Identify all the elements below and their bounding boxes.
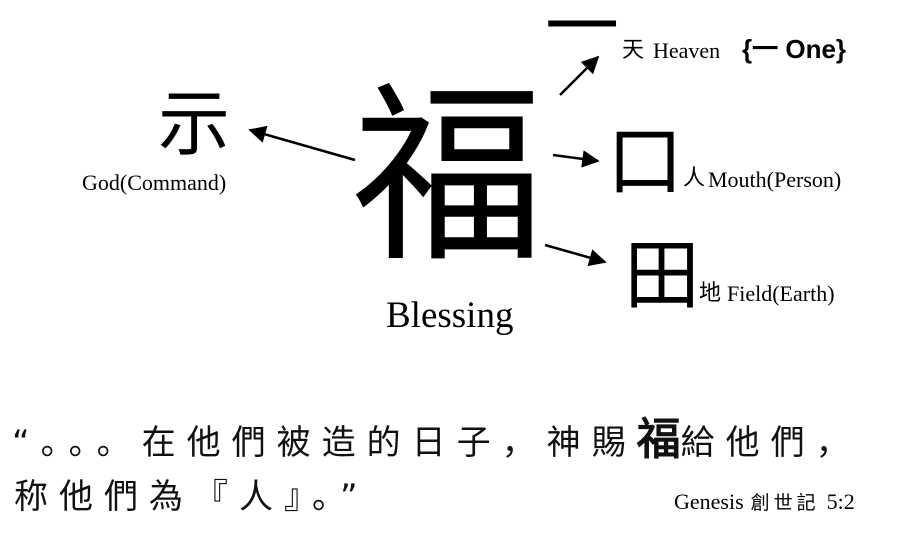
quote-line-2: 称他們為『人』。”: [14, 477, 369, 517]
arrow-to-god: [248, 125, 356, 162]
one-character: 一: [545, 0, 619, 70]
heaven-label: Heaven: [653, 38, 721, 63]
center-character: 福: [352, 66, 544, 289]
citation-chinese: 創世記: [750, 492, 820, 514]
mouth-character: 口: [607, 117, 683, 206]
quote-open-mark: “: [12, 423, 41, 463]
citation: Genesis 創世記 5:2: [674, 491, 855, 514]
citation-ref: 5:2: [826, 489, 855, 514]
field-label: Field(Earth): [727, 281, 835, 306]
quote-line-1-post: 給他們，: [680, 423, 861, 463]
god-character: 示: [158, 82, 231, 166]
earth-character: 地: [699, 281, 722, 306]
arrow-to-field: [544, 243, 607, 267]
citation-book: Genesis: [674, 489, 744, 514]
person-character: 人: [683, 166, 706, 191]
arrow-to-one: [559, 55, 600, 96]
heaven-character: 天: [622, 38, 645, 63]
god-label: God(Command): [82, 170, 227, 195]
center-label: Blessing: [386, 295, 514, 336]
arrow-to-mouth: [552, 150, 600, 168]
field-character: 田: [624, 231, 700, 320]
quote-line-1-pre: 。。。在他們被造的日子，神賜: [40, 423, 637, 463]
quote-blessing-character: 福: [636, 414, 681, 465]
quote-line-1: “。。。在他們被造的日子，神賜福給他們，: [12, 418, 861, 462]
mouth-label: Mouth(Person): [708, 167, 842, 192]
one-note: {一 One}: [742, 34, 847, 64]
